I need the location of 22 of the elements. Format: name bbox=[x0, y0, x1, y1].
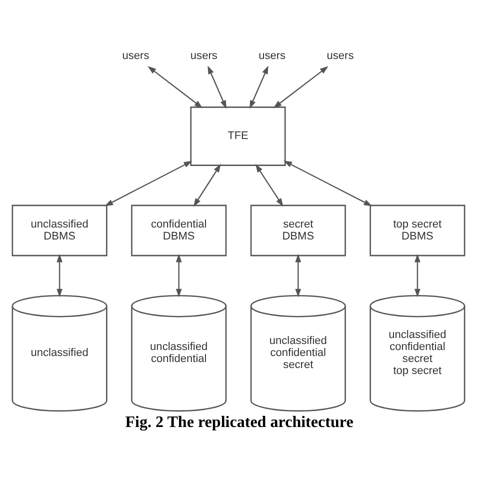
arrow bbox=[284, 160, 372, 206]
node-text: users bbox=[326, 49, 354, 62]
arrow bbox=[273, 66, 328, 108]
node-text: users bbox=[122, 49, 150, 62]
arrow bbox=[148, 66, 203, 108]
arrow bbox=[250, 65, 268, 108]
node-text: users bbox=[258, 49, 286, 62]
node-box: TFE bbox=[190, 106, 286, 166]
arrow bbox=[193, 163, 221, 206]
arrow bbox=[295, 253, 302, 297]
node-box: unclassified DBMS bbox=[12, 204, 108, 256]
arrow bbox=[176, 253, 182, 297]
arrow bbox=[255, 163, 284, 206]
arrow bbox=[208, 65, 226, 108]
node-box: confidential DBMS bbox=[131, 204, 227, 256]
node-box: top secret DBMS bbox=[370, 204, 466, 256]
arrow bbox=[414, 253, 420, 297]
arrow bbox=[104, 160, 192, 206]
node-text: users bbox=[190, 49, 218, 62]
node-box: secret DBMS bbox=[250, 204, 346, 256]
caption: Fig. 2 The replicated architecture bbox=[125, 413, 354, 430]
arrow bbox=[56, 253, 62, 297]
